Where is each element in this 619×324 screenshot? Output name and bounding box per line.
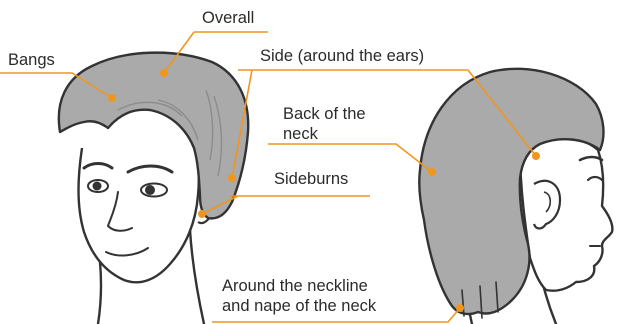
front-pupil-right [145,185,155,195]
label-side: Side (around the ears) [260,47,424,65]
dot-sideburns [198,210,206,218]
dot-side-profile [532,152,540,160]
label-neckline-line2: and nape of the neck [222,297,376,315]
profile-face [520,137,612,290]
label-back-line2: neck [283,125,318,143]
front-head [59,53,248,324]
profile-head [419,69,612,324]
front-pupil-left [93,182,102,191]
dot-back [428,168,436,176]
dot-bangs [108,94,116,102]
label-overall: Overall [202,9,254,27]
dot-overall [160,69,168,77]
dot-side-front [228,174,236,182]
label-sideburns: Sideburns [274,170,348,188]
leader-back [268,144,432,172]
label-neckline-line1: Around the neckline [222,277,368,295]
label-back-line1: Back of the [283,105,366,123]
label-bangs: Bangs [8,51,55,69]
dot-neckline [456,304,464,312]
